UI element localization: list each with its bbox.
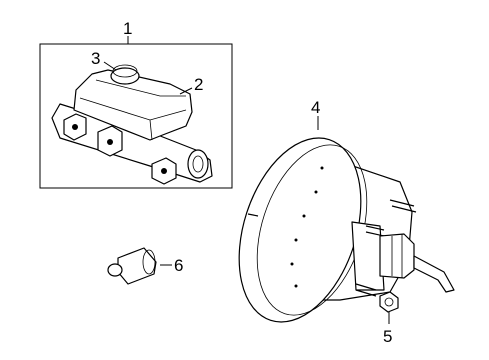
- sensor-plug: [107, 247, 157, 285]
- callout-1: 1: [123, 19, 133, 38]
- leader-line-3: [103, 61, 117, 71]
- callout-4: 4: [311, 98, 321, 117]
- callout-5: 5: [383, 327, 393, 346]
- master-cylinder: [51, 64, 213, 185]
- callout-2: 2: [194, 75, 204, 94]
- brake-booster: [238, 137, 455, 323]
- nut: [379, 291, 399, 313]
- callout-6: 6: [174, 256, 184, 275]
- callout-3: 3: [91, 49, 101, 68]
- master-cylinder-inset-frame: [39, 43, 233, 189]
- leader-line-2: [179, 87, 193, 95]
